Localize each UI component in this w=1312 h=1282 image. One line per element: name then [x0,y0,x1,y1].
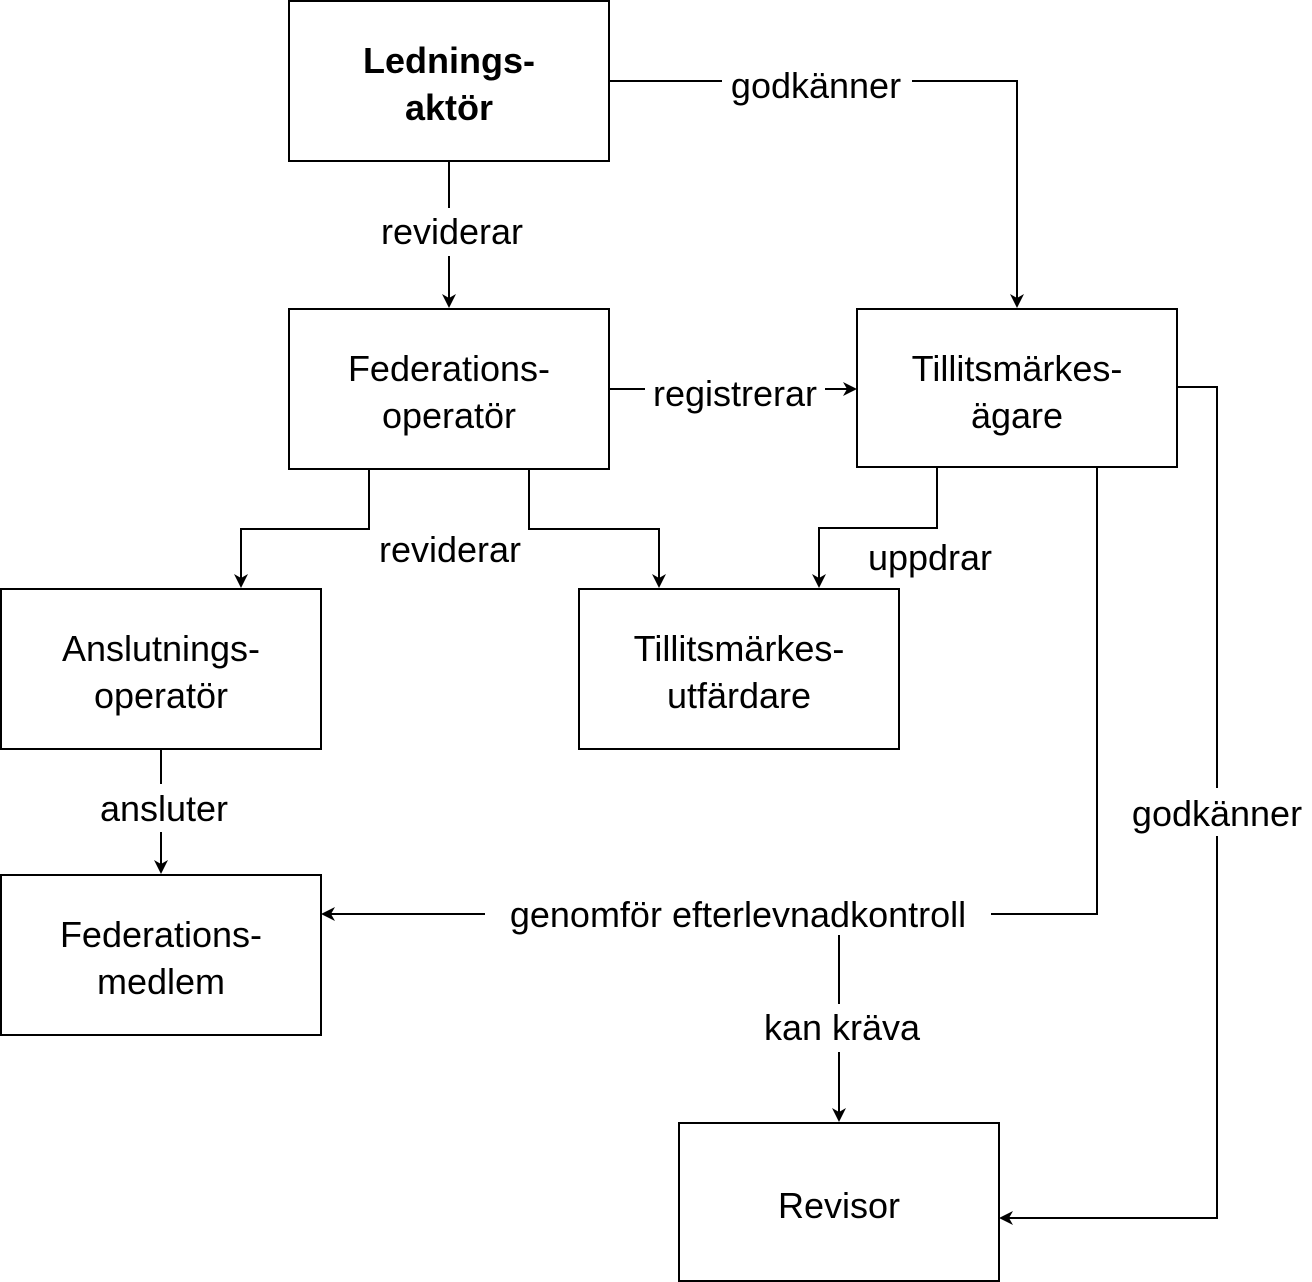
svg-text:genomför efterlevnadkontroll: genomför efterlevnadkontroll [510,894,966,935]
node-revisor: Revisor [678,1122,1000,1282]
node-federationsoperator: Federations- operatör [288,308,610,470]
svg-text:ansluter: ansluter [100,788,228,829]
edge-label-reviderar-middle: reviderar [379,529,521,570]
svg-text:Tillitsmärkes-: Tillitsmärkes- [912,348,1123,389]
edge-label-godkanner-top: godkänner [722,64,912,106]
svg-text:operatör: operatör [382,395,516,436]
svg-text:Tillitsmärkes-: Tillitsmärkes- [634,628,845,669]
svg-text:Federations-: Federations- [60,914,262,955]
svg-text:Federations-: Federations- [348,348,550,389]
svg-text:Anslutnings-: Anslutnings- [62,628,260,669]
connector-line [609,80,1024,308]
svg-text:registrerar: registrerar [653,373,817,414]
svg-text:utfärdare: utfärdare [667,675,811,716]
edge-label-godkanner-right: godkänner [1122,788,1312,836]
node-anslutningsoperator: Anslutnings- operatör [0,588,322,750]
edge-label-kan-krava: kan kräva [754,1004,930,1052]
edge-fedop-reviderar-utfardare [528,469,666,588]
edge-agare-uppdrar-utfardare [812,467,938,588]
node-federationsmedlem: Federations- medlem [0,874,322,1036]
svg-text:godkänner: godkänner [1132,793,1302,834]
svg-text:Lednings-: Lednings- [363,40,535,81]
node-ledningsaktor: Lednings- aktör [288,0,610,162]
edge-label-uppdrar: uppdrar [868,537,992,578]
svg-text:godkänner: godkänner [731,65,901,106]
svg-text:operatör: operatör [94,675,228,716]
edge-ledning-godkanner-agare [609,80,1024,308]
connector-line [528,469,666,588]
svg-text:Revisor: Revisor [778,1185,900,1226]
svg-text:ägare: ägare [971,395,1063,436]
edge-label-registrerar: registrerar [645,372,825,416]
svg-text:medlem: medlem [97,961,225,1002]
svg-text:kan kräva: kan kräva [764,1007,921,1048]
connector-line [812,467,938,588]
edge-label-efterlevnadkontroll: genomför efterlevnadkontroll [485,893,991,935]
svg-text:reviderar: reviderar [381,211,523,252]
node-tillitsmarkesagare: Tillitsmärkes- ägare [856,308,1178,468]
svg-text:reviderar: reviderar [379,529,521,570]
edge-label-ansluter: ansluter [92,784,236,832]
svg-text:aktör: aktör [405,87,493,128]
edge-fedop-reviderar-anslop [234,469,370,588]
svg-text:uppdrar: uppdrar [868,537,992,578]
node-tillitsmarkesutfardare: Tillitsmärkes- utfärdare [578,588,900,750]
connector-line [234,469,370,588]
edge-label-reviderar-top: reviderar [372,208,528,256]
